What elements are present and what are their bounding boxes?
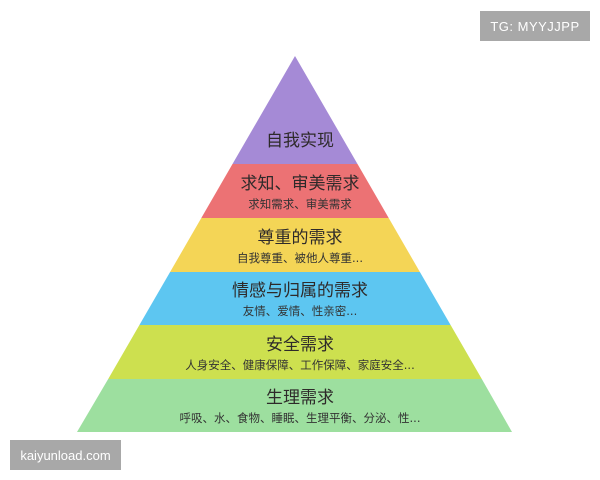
level-safety-title: 安全需求 <box>266 335 334 355</box>
level-love-belonging-band <box>139 272 451 325</box>
level-cognitive-aesthetic-band <box>201 164 389 218</box>
level-cognitive-aesthetic-title: 求知、审美需求 <box>240 174 360 194</box>
watermark-telegram: TG: MYYJJPP <box>480 11 590 41</box>
level-love-belonging-subtitle: 友情、爱情、性亲密... <box>242 304 358 318</box>
level-safety-band <box>108 325 482 379</box>
level-physiological-band <box>77 379 512 432</box>
level-physiological-title: 生理需求 <box>266 388 334 408</box>
level-self-actualization-band <box>232 56 358 164</box>
level-physiological-subtitle: 呼吸、水、食物、睡眠、生理平衡、分泌、性... <box>179 411 421 425</box>
level-love-belonging-title: 情感与归属的需求 <box>232 281 368 301</box>
level-esteem-title: 尊重的需求 <box>257 228 343 248</box>
watermark-site: kaiyunload.com <box>10 440 121 470</box>
level-cognitive-aesthetic-subtitle: 求知需求、审美需求 <box>248 197 352 211</box>
level-safety-subtitle: 人身安全、健康保障、工作保障、家庭安全... <box>185 358 415 372</box>
level-esteem-subtitle: 自我尊重、被他人尊重... <box>237 251 363 265</box>
level-esteem-band <box>170 218 420 272</box>
level-self-actualization-title: 自我实现 <box>266 131 334 151</box>
